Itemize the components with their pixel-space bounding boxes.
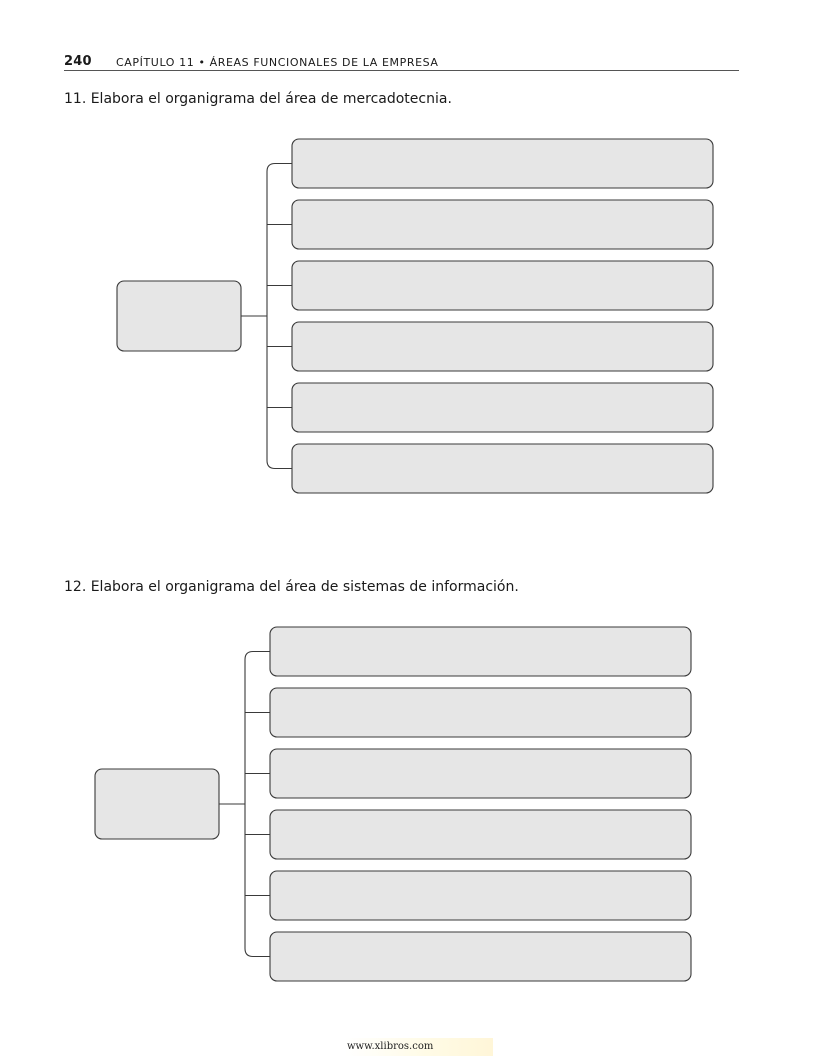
page-header: 240 CAPÍTULO 11 • ÁREAS FUNCIONALES DE L…: [64, 54, 739, 71]
mercadotecnia-sub-box: [291, 260, 714, 311]
footer-url: www.xlibros.com: [347, 1041, 434, 1052]
question-11: 11. Elabora el organigrama del área de m…: [64, 91, 452, 107]
sistemas-sub-box: [269, 687, 692, 738]
mercadotecnia-spine: [266, 162, 292, 470]
mercadotecnia-sub-box: [291, 199, 714, 250]
sistemas-sub-box: [269, 809, 692, 860]
mercadotecnia-root-box: [116, 280, 242, 352]
sistemas-root-box: [94, 768, 220, 840]
sistemas-sub-box: [269, 931, 692, 982]
sistemas-sub-box: [269, 870, 692, 921]
page-number: 240: [64, 54, 92, 69]
mercadotecnia-sub-box: [291, 443, 714, 494]
org-chart-sistemas: [94, 626, 692, 982]
mercadotecnia-sub-box: [291, 138, 714, 189]
mercadotecnia-sub-box: [291, 321, 714, 372]
footer-source: www.xlibros.com: [345, 1038, 493, 1056]
sistemas-sub-box: [269, 748, 692, 799]
sistemas-spine: [244, 650, 270, 958]
question-12: 12. Elabora el organigrama del área de s…: [64, 579, 519, 595]
mercadotecnia-sub-box: [291, 382, 714, 433]
running-head: CAPÍTULO 11 • ÁREAS FUNCIONALES DE LA EM…: [116, 56, 439, 69]
org-chart-mercadotecnia: [116, 138, 714, 494]
sistemas-sub-box: [269, 626, 692, 677]
